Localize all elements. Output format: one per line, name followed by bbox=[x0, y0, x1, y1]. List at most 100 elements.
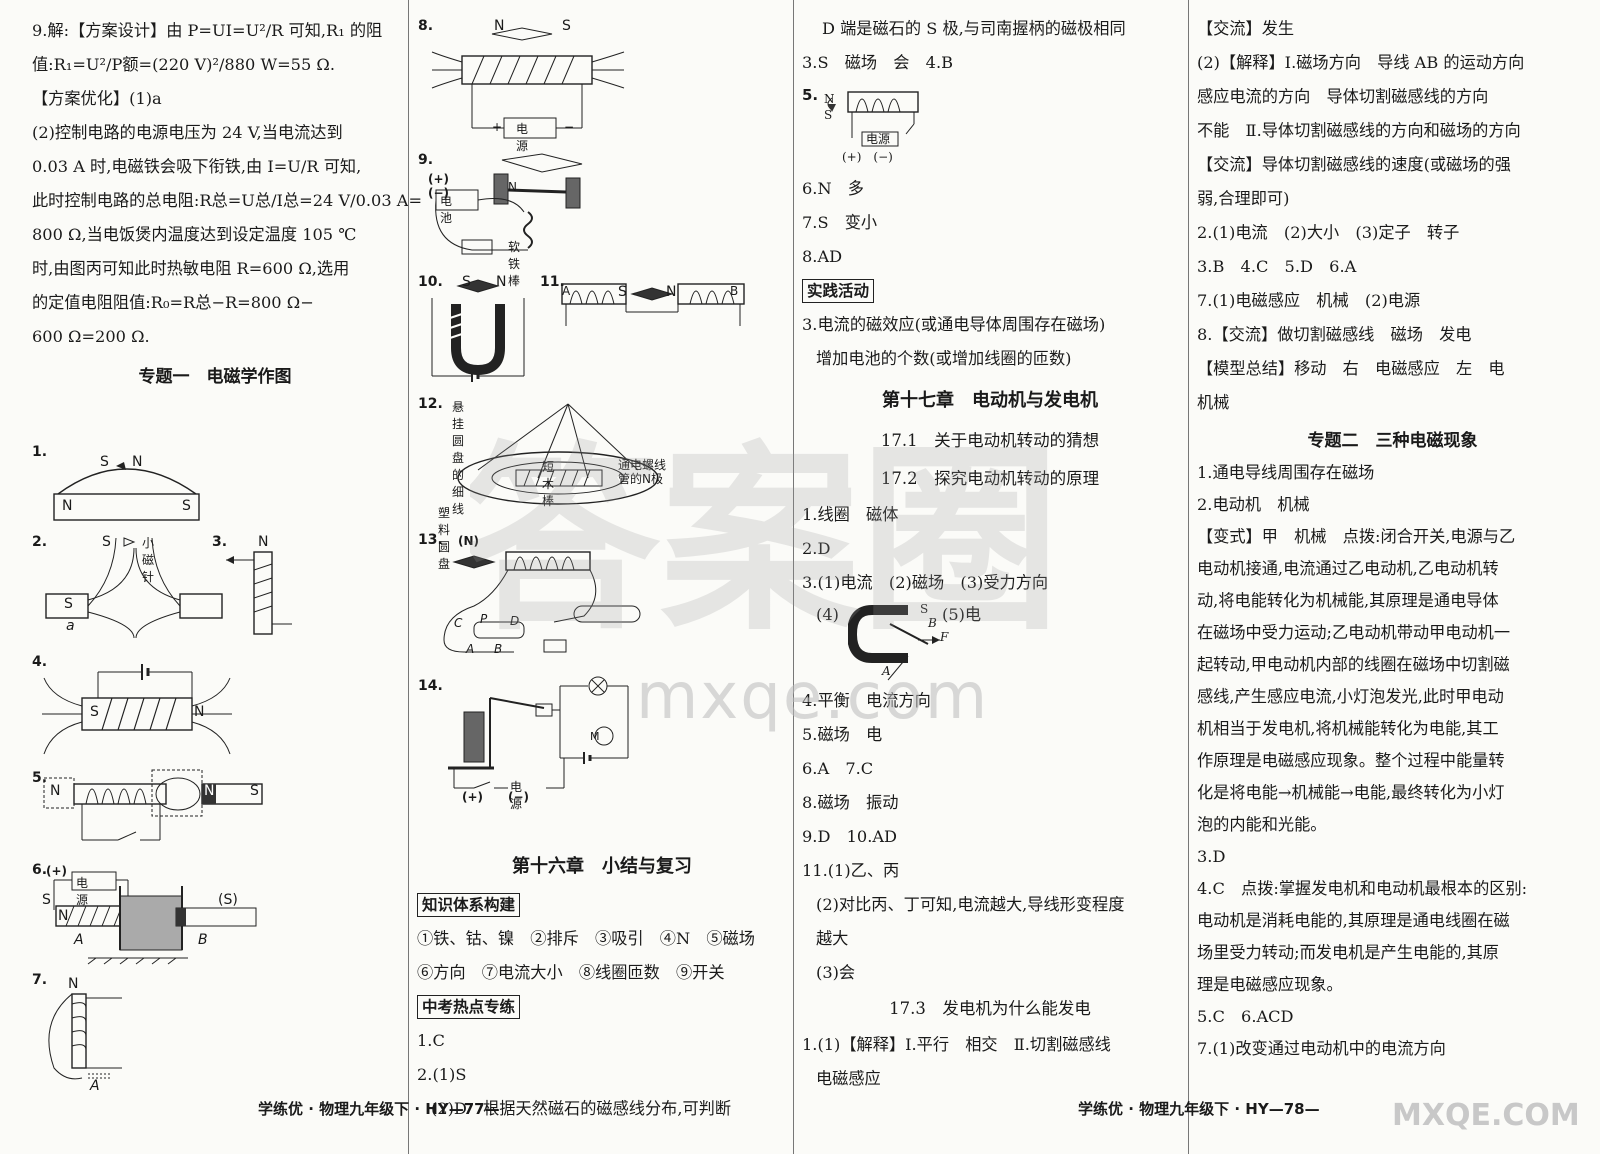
text-line: 0.03 A 时,电磁铁会吸下衔铁,由 I=U/R 可知, bbox=[32, 157, 362, 176]
text-line: 9.D 10.AD bbox=[802, 827, 898, 846]
text-line: 3.B 4.C 5.D 6.A bbox=[1197, 257, 1357, 276]
electromagnet-rheostat-diagram bbox=[443, 551, 641, 653]
text-line: 1.C bbox=[417, 1031, 445, 1050]
text-line: 4.C 点拨:掌握发电机和电动机最根本的区别: bbox=[1197, 879, 1528, 898]
text-line: 时,由图丙可知此时热敏电阻 R=600 Ω,选用 bbox=[32, 259, 350, 278]
text-line: 场里受力转动;而发电机是产生电能的,其原 bbox=[1197, 943, 1499, 962]
field-lines-diagram bbox=[45, 537, 223, 639]
text-line: 2.D bbox=[802, 539, 831, 558]
text-line: 800 Ω,当电饭煲内温度达到设定温度 105 ℃ bbox=[32, 225, 357, 244]
text-line: 值:R₁=U²/P额=(220 V)²/880 W=55 Ω. bbox=[32, 55, 335, 74]
text-line: 在磁场中受力运动;乙电动机带动甲电动机一 bbox=[1197, 623, 1511, 642]
column-1: 9.解:【方案设计】由 P=UI=U²/R 可知,R₁ 的阻 值:R₁=U²/P… bbox=[0, 0, 423, 1154]
text-line: 3.电流的磁效应(或通电导体周围存在磁场) bbox=[802, 315, 1106, 334]
text-line: 电磁感应 bbox=[816, 1069, 881, 1088]
magnet-field-diagram bbox=[53, 462, 200, 521]
watermark-corner: MXQE.COM bbox=[1392, 1098, 1580, 1133]
figure-number: 1. bbox=[32, 444, 48, 460]
circuit-iron-rod-diagram bbox=[435, 153, 583, 255]
text-line: 7.(1)改变通过电动机中的电流方向 bbox=[1197, 1039, 1446, 1058]
solenoid-field-loop-diagram bbox=[48, 993, 122, 1080]
text-line: ①铁、钴、镍 ②排斥 ③吸引 ④N ⑤磁场 bbox=[417, 929, 755, 948]
text-line: 泡的内能和光能。 bbox=[1197, 815, 1327, 834]
u-magnet-force-diagram bbox=[848, 605, 940, 681]
solenoid-switch-diagram bbox=[827, 91, 919, 147]
text-line: 5.C 6.ACD bbox=[1197, 1007, 1294, 1026]
section-heading: 专题一 电磁学作图 bbox=[138, 367, 292, 387]
text-line: 弱,合理即可) bbox=[1197, 189, 1290, 208]
section-box: 知识体系构建 bbox=[417, 893, 521, 917]
chapter-title: 第十七章 电动机与发电机 bbox=[882, 390, 1098, 411]
text-line: 电动机接通,电流通过乙电动机,乙电动机转 bbox=[1197, 559, 1499, 578]
solenoid-and-magnet-diagram bbox=[43, 769, 263, 841]
text-line: 11.(1)乙、丙 bbox=[802, 861, 900, 880]
text-line: 【交流】发生 bbox=[1197, 19, 1295, 38]
text-line: 作原理是电磁感应现象。整个过程中能量转 bbox=[1197, 751, 1505, 770]
text-line: 4.平衡 电流方向 bbox=[802, 691, 931, 710]
electromagnet-rod-diagram bbox=[53, 871, 257, 965]
text-line: 6.N 多 bbox=[802, 179, 864, 198]
text-line: 5.磁场 电 bbox=[802, 725, 883, 744]
text-line: 感应电流的方向 导体切割磁感线的方向 bbox=[1197, 87, 1489, 106]
text-line: 600 Ω=200 Ω. bbox=[32, 327, 150, 346]
subsection-title: 17.2 探究电动机转动的原理 bbox=[880, 469, 1100, 488]
text-line: 不能 Ⅱ.导体切割磁感线的方向和磁场的方向 bbox=[1197, 121, 1521, 140]
column-2: 第十六章 小结与复习 知识体系构建 ①铁、钴、镍 ②排斥 ③吸引 ④N ⑤磁场 … bbox=[408, 0, 793, 1154]
text-line: 1.通电导线周围存在磁场 bbox=[1197, 463, 1375, 482]
subsection-title: 17.3 发电机为什么能发电 bbox=[889, 999, 1091, 1018]
text-line: 9.解:【方案设计】由 P=UI=U²/R 可知,R₁ 的阻 bbox=[32, 21, 383, 40]
solenoid-compass-diagram bbox=[431, 27, 625, 139]
watermark-logo: 答案圈 bbox=[470, 425, 1050, 650]
text-line: 此时控制电路的总电阻:R总=U总/I总=24 V/0.03 A= bbox=[32, 191, 423, 210]
text-line: 起转动,甲电动机内部的线圈在磁场中切割磁 bbox=[1197, 655, 1510, 674]
text-line: (2)D 根据天然磁石的磁感线分布,可判断 bbox=[431, 1099, 732, 1118]
text-line: 【交流】导体切割磁感线的速度(或磁场的强 bbox=[1197, 155, 1511, 174]
text-line: 越大 bbox=[816, 929, 849, 948]
text-line: (2)【解释】Ⅰ.磁场方向 导线 AB 的运动方向 bbox=[1197, 53, 1525, 72]
text-line: 机相当于发电机,将机械能转化为电能,其工 bbox=[1197, 719, 1499, 738]
text-line: 的定值电阻阻值:R₀=R总−R=800 Ω− bbox=[32, 293, 314, 312]
text-line: 电动机是消耗电能的,其原理是通电线圈在磁 bbox=[1197, 911, 1510, 930]
page-footer-left: 学练优 · 物理九年级下 · HY—77— bbox=[258, 1100, 500, 1118]
text-line: (3)会 bbox=[816, 963, 856, 982]
text-line: 化是将电能→机械能→电能,最终转化为小灯 bbox=[1197, 783, 1505, 802]
figure-5-answer: 5. N S 电源 (+) (−) bbox=[802, 80, 1178, 172]
page-footer-right: 学练优 · 物理九年级下 · HY—78— bbox=[1078, 1100, 1320, 1118]
column-3: D 端是磁石的 S 极,与司南握柄的磁极相同 3.S 磁场 会 4.B 5. N… bbox=[793, 0, 1188, 1154]
solenoid-diagram bbox=[226, 551, 292, 635]
text-line: 2.(1)S bbox=[417, 1065, 467, 1084]
section-box: 实践活动 bbox=[802, 279, 875, 303]
text-line: 6.A 7.C bbox=[802, 759, 874, 778]
text-line: 8.磁场 振动 bbox=[802, 793, 899, 812]
text-line: 1.线圈 磁体 bbox=[802, 505, 899, 524]
electromagnet-diagram bbox=[42, 664, 232, 755]
figure-4-answer: (4) S B F A (5)电 bbox=[802, 600, 1178, 684]
section-box: 中考热点专练 bbox=[417, 995, 521, 1019]
relay-circuit-diagram bbox=[448, 676, 629, 789]
text-line: 3.(1)电流 (2)磁场 (3)受力方向 bbox=[802, 573, 1049, 592]
text-line: 【模型总结】移动 右 电磁感应 左 电 bbox=[1197, 359, 1505, 378]
text-line: 【变式】甲 机械 点拨:闭合开关,电源与乙 bbox=[1197, 527, 1516, 546]
column-4: 【交流】发生 (2)【解释】Ⅰ.磁场方向 导线 AB 的运动方向 感应电流的方向… bbox=[1188, 0, 1600, 1154]
text-line: 理是电磁感应现象。 bbox=[1197, 975, 1343, 994]
text-line: (2)对比丙、丁可知,电流越大,导线形变程度 bbox=[816, 895, 1125, 914]
text-line: 【方案优化】(1)a bbox=[32, 89, 162, 108]
text-line: 2.(1)电流 (2)大小 (3)定子 转子 bbox=[1197, 223, 1460, 242]
text-line: D 端是磁石的 S 极,与司南握柄的磁极相同 bbox=[822, 19, 1126, 38]
two-solenoids-diagram bbox=[561, 283, 745, 326]
text-line: 增加电池的个数(或增加线圈的匝数) bbox=[816, 349, 1072, 368]
text-line: 2.电动机 机械 bbox=[1197, 495, 1310, 514]
text-line: 8.AD bbox=[802, 247, 843, 266]
chapter-title: 第十六章 小结与复习 bbox=[512, 856, 692, 877]
text-line: 1.(1)【解释】Ⅰ.平行 相交 Ⅱ.切割磁感线 bbox=[802, 1035, 1111, 1054]
text-line: 机械 bbox=[1197, 393, 1230, 412]
text-line: 感线,产生感应电流,小灯泡发光,此时甲电动 bbox=[1197, 687, 1504, 706]
suspended-disc-diagram bbox=[457, 403, 659, 505]
text-line: 3.D bbox=[1197, 847, 1226, 866]
subsection-title: 17.1 关于电动机转动的猜想 bbox=[880, 431, 1100, 450]
text-line: (2)控制电路的电源电压为 24 V,当电流达到 bbox=[32, 123, 343, 142]
section-heading: 专题二 三种电磁现象 bbox=[1307, 431, 1478, 451]
text-line: 8.【交流】做切割磁感线 磁场 发电 bbox=[1197, 325, 1472, 344]
text-line: ⑥方向 ⑦电流大小 ⑧线圈匝数 ⑨开关 bbox=[417, 963, 725, 982]
text-line: 3.S 磁场 会 4.B bbox=[802, 53, 953, 72]
